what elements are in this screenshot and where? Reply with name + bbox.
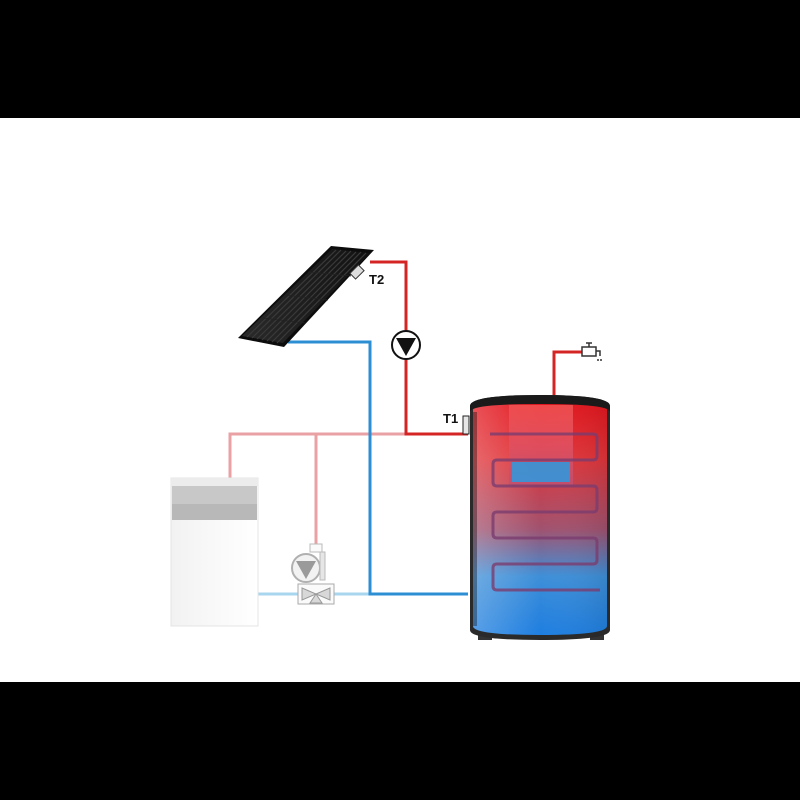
solar-return-pipe xyxy=(288,340,468,596)
mixing-valve[interactable] xyxy=(297,583,335,605)
hot-water-outlet-pipe xyxy=(552,350,582,395)
collector-sensor-t2[interactable]: T2 xyxy=(349,264,384,287)
hot-water-tap[interactable] xyxy=(581,342,602,361)
boiler-unit xyxy=(170,477,259,627)
solar-collector xyxy=(238,246,374,347)
solar-circuit-pump[interactable] xyxy=(391,330,421,360)
sensor-icon xyxy=(349,264,365,280)
heat-exchanger-coil xyxy=(490,432,600,592)
three-way-valve-icon xyxy=(301,587,331,604)
pump-icon xyxy=(396,338,416,356)
tap-icon xyxy=(581,342,602,361)
bottom-black-bar xyxy=(0,682,800,800)
heating-circuit-pump[interactable] xyxy=(291,543,326,583)
collector-sensor-label: T2 xyxy=(369,272,384,287)
tank-sensor-label: T1 xyxy=(443,411,458,426)
top-black-bar xyxy=(0,0,800,118)
pump-icon xyxy=(296,561,316,579)
sensor-icon xyxy=(462,415,470,435)
canvas-background xyxy=(0,118,800,682)
tank-sensor-t1[interactable]: T1 xyxy=(443,411,470,435)
storage-tank xyxy=(470,395,610,640)
heating-flow-pipe xyxy=(228,432,468,480)
